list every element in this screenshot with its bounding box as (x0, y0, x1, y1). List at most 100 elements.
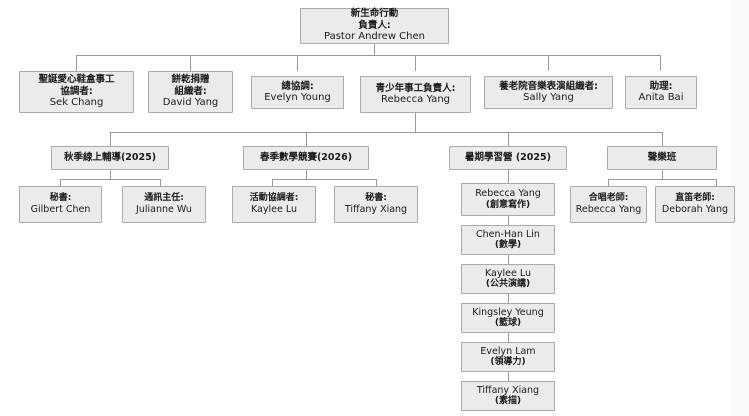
node-line1: 養老院音樂表演組織者: (499, 80, 598, 92)
node-line2: Rebecca Yang (381, 94, 450, 106)
root-line3: Pastor Andrew Chen (324, 31, 425, 43)
connector-drop-l2-4 (415, 55, 416, 71)
connector-vocal-bus (608, 179, 716, 180)
node-line2: 組織者: (174, 85, 207, 97)
member-subject: (素描) (494, 396, 522, 407)
member-subject: (領導力) (490, 357, 526, 368)
node-camp-member-3[interactable]: Kaylee Lu (公共演講) (461, 264, 555, 294)
connector-camp-link-3 (508, 294, 509, 303)
node-cookie-donation[interactable]: 餅乾捐贈 組織者: David Yang (148, 71, 233, 113)
node-line1: 餅乾捐贈 (171, 74, 210, 86)
connector-camp-link-2 (508, 255, 509, 264)
root-line2: 負責人: (358, 19, 391, 31)
member-name: Evelyn Lam (480, 345, 536, 357)
page-margin-strip (731, 0, 749, 416)
connector-drop-l2-5 (548, 55, 549, 71)
member-name: Kaylee Lu (484, 267, 531, 279)
node-camp-member-5[interactable]: Evelyn Lam (領導力) (461, 342, 555, 372)
connector-vocal-stem (662, 170, 663, 179)
member-subject: (籃球) (494, 318, 522, 329)
node-line3: Sek Chang (49, 97, 104, 109)
node-camp-member-1[interactable]: Rebecca Yang (創意寫作) (461, 183, 555, 216)
node-nursing-home-music[interactable]: 養老院音樂表演組織者: Sally Yang (484, 76, 613, 109)
connector-root-bus (76, 55, 660, 56)
member-name: Kingsley Yeung (472, 306, 544, 318)
member-name: Rebecca Yang (475, 188, 541, 200)
node-line2: Anita Bai (638, 92, 684, 104)
connector-drop-math-2 (376, 179, 377, 186)
member-name: Deborah Yang (661, 204, 729, 216)
connector-root-stem (374, 44, 375, 55)
connector-drop-vocal-2 (716, 179, 717, 186)
member-role: 通訊主任: (144, 193, 184, 204)
connector-drop-section-1 (110, 132, 111, 146)
node-vocal-recorder-teacher[interactable]: 直笛老師: Deborah Yang (655, 186, 735, 223)
node-line1: 青少年事工負責人: (375, 82, 456, 94)
member-name: Tiffany Xiang (344, 204, 408, 216)
root-line1: 新生命行動 (350, 8, 399, 20)
connector-camp-stem (508, 170, 509, 183)
connector-camp-link-4 (508, 333, 509, 342)
connector-camp-link-5 (508, 372, 509, 381)
member-name: Chen-Han Lin (476, 228, 540, 240)
member-role: 活動協調者: (249, 193, 299, 204)
node-vocal-choir-teacher[interactable]: 合唱老師: Rebecca Yang (570, 186, 647, 223)
node-section-summer-camp[interactable]: 暑期學習營 (2025) (449, 146, 567, 170)
connector-youth-stem (415, 113, 416, 132)
node-section-vocal-class[interactable]: 聲樂班 (607, 146, 717, 170)
section-label: 暑期學習營 (2025) (465, 152, 551, 164)
member-subject: (創意寫作) (485, 199, 531, 210)
node-line1: 聖誕愛心鞋盒事工 (38, 74, 115, 86)
member-name: Kaylee Lu (250, 204, 297, 216)
member-subject: (數學) (494, 240, 522, 251)
member-name: Rebecca Yang (575, 204, 642, 216)
section-label: 秋季線上輔導(2025) (63, 152, 157, 164)
connector-drop-l2-3 (297, 55, 298, 71)
connector-tutoring-bus (60, 179, 160, 180)
connector-math-stem (306, 170, 307, 179)
connector-drop-l2-1 (76, 55, 77, 71)
connector-drop-section-4 (662, 132, 663, 146)
connector-drop-section-3 (508, 132, 509, 146)
node-christmas-shoebox[interactable]: 聖誕愛心鞋盒事工 協調者: Sek Chang (19, 71, 134, 113)
node-youth-ministry-leader[interactable]: 青少年事工負責人: Rebecca Yang (360, 76, 471, 113)
connector-drop-section-2 (306, 132, 307, 146)
node-line1: 助理: (649, 80, 673, 92)
node-camp-member-2[interactable]: Chen-Han Lin (數學) (461, 225, 555, 255)
node-line2: 協調者: (60, 85, 93, 97)
member-role: 秘書: (365, 193, 387, 204)
node-math-secretary[interactable]: 秘書: Tiffany Xiang (334, 186, 418, 223)
section-label: 聲樂班 (647, 152, 677, 164)
connector-drop-l2-2 (190, 55, 191, 71)
connector-drop-tutoring-1 (60, 179, 61, 186)
member-subject: (公共演講) (485, 279, 531, 290)
connector-tutoring-stem (110, 170, 111, 179)
node-section-spring-math[interactable]: 春季數學競賽(2026) (243, 146, 369, 170)
connector-drop-vocal-1 (608, 179, 609, 186)
node-assistant[interactable]: 助理: Anita Bai (625, 76, 697, 109)
member-role: 直笛老師: (675, 193, 715, 204)
member-name: Tiffany Xiang (476, 384, 540, 396)
connector-math-bus (272, 179, 376, 180)
node-section-fall-tutoring[interactable]: 秋季線上輔導(2025) (51, 146, 169, 170)
member-name: Julianne Wu (136, 204, 192, 216)
node-line2: Evelyn Young (264, 92, 331, 104)
member-name: Gilbert Chen (30, 204, 91, 216)
node-tutoring-comms-director[interactable]: 通訊主任: Julianne Wu (122, 186, 206, 223)
node-math-activity-coordinator[interactable]: 活動協調者: Kaylee Lu (232, 186, 316, 223)
connector-drop-math-1 (272, 179, 273, 186)
member-role: 秘書: (49, 193, 72, 204)
connector-drop-tutoring-2 (160, 179, 161, 186)
connector-section-bus (110, 132, 662, 133)
node-line1: 總協調: (281, 80, 314, 92)
node-general-coordinator[interactable]: 總協調: Evelyn Young (251, 76, 344, 109)
node-root[interactable]: 新生命行動 負責人: Pastor Andrew Chen (300, 8, 449, 44)
node-camp-member-4[interactable]: Kingsley Yeung (籃球) (461, 303, 555, 333)
node-line3: David Yang (162, 97, 219, 109)
member-role: 合唱老師: (588, 193, 629, 204)
node-tutoring-secretary[interactable]: 秘書: Gilbert Chen (19, 186, 102, 223)
node-camp-member-6[interactable]: Tiffany Xiang (素描) (461, 381, 555, 411)
connector-drop-l2-6 (660, 55, 661, 71)
section-label: 春季數學競賽(2026) (259, 152, 353, 164)
